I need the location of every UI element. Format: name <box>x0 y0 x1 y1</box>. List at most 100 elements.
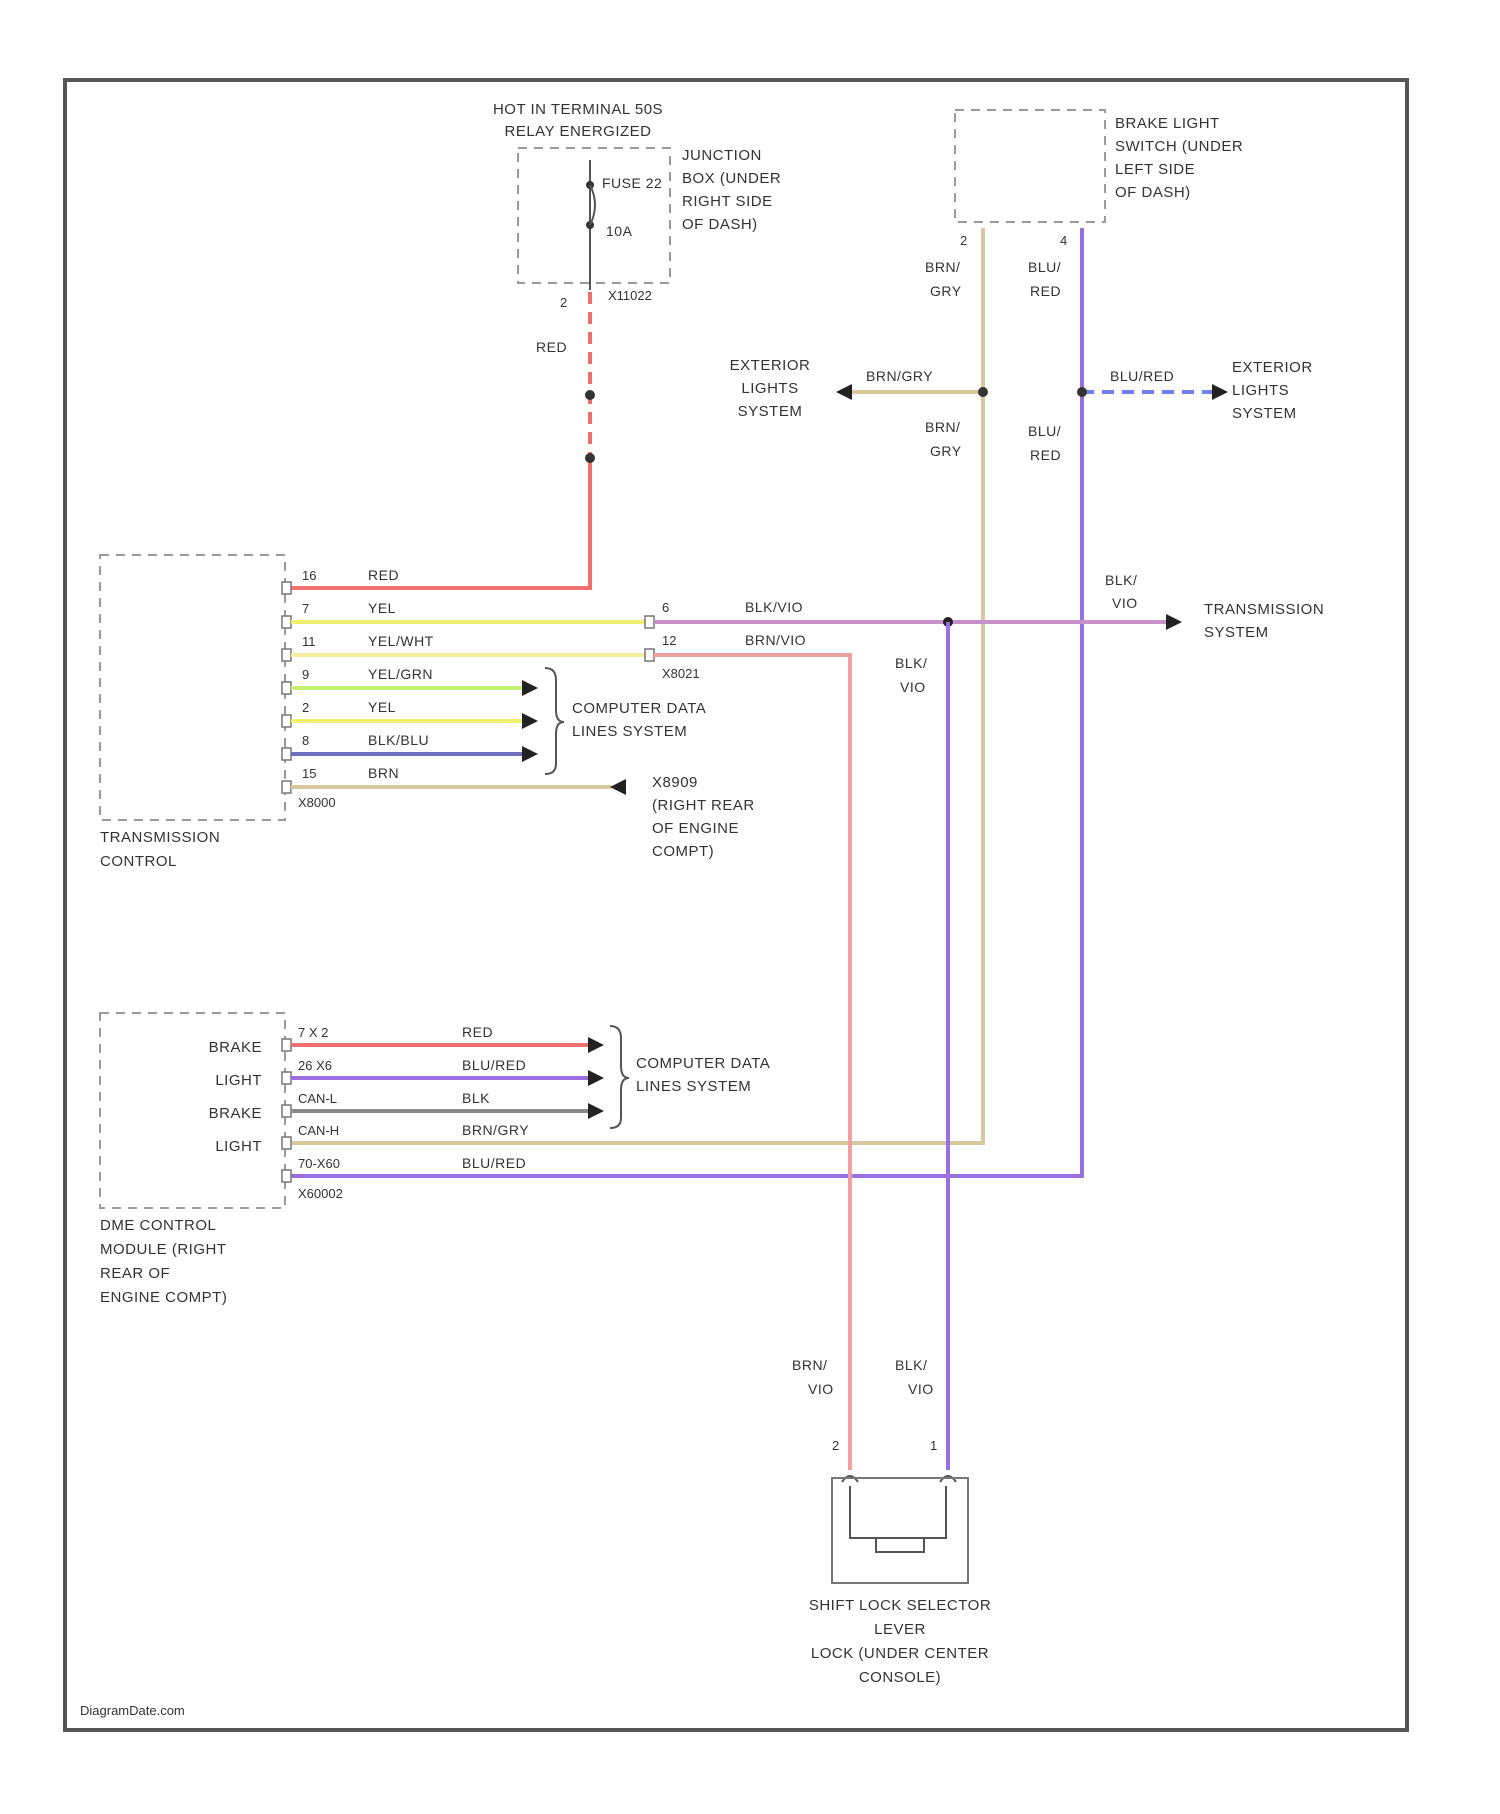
brake-wire-left-lower-1: BRN/ <box>925 419 960 435</box>
tcm-pin-9: 9 <box>302 667 309 682</box>
dme-pin-4: CAN-H <box>298 1123 339 1138</box>
fuse-junction-box: HOT IN TERMINAL 50S RELAY ENERGIZED FUSE… <box>493 101 781 310</box>
dme-label-1: DME CONTROL <box>100 1217 216 1234</box>
dme-wire-1: RED <box>462 1024 493 1040</box>
tcm-pin-2-row: 2 YEL <box>282 699 538 729</box>
exterior-lights-left: BRN/GRY EXTERIOR LIGHTS SYSTEM <box>730 357 988 420</box>
tcm-outline <box>100 555 285 820</box>
trans-system-label-2: SYSTEM <box>1204 624 1269 641</box>
shift-wire-left-1: BRN/ <box>792 1357 827 1373</box>
dme-wire-2-arrow <box>588 1070 604 1086</box>
tcm-ground-label-1: X8909 <box>652 774 698 791</box>
ext-left-arrow <box>836 384 852 400</box>
tcm-pin-8-socket <box>282 748 291 760</box>
dme-inside-1: BRAKE <box>209 1039 262 1056</box>
brake-switch-pin-right: 4 <box>1060 233 1067 248</box>
tcm-pin-11: 11 <box>302 634 316 649</box>
ext-left-label-2: LIGHTS <box>741 380 798 397</box>
dme-pin-1: 7 X 2 <box>298 1025 328 1040</box>
brn-gry-wire <box>290 228 983 1143</box>
dme-wire-3: BLK <box>462 1090 490 1106</box>
watermark: DiagramDate.com <box>80 1703 185 1718</box>
dme-label-3: REAR OF <box>100 1265 170 1282</box>
exterior-lights-right: BLU/RED EXTERIOR LIGHTS SYSTEM <box>1077 359 1313 422</box>
fuse-name: FUSE 22 <box>602 175 662 191</box>
shift-lock-coil <box>850 1486 946 1538</box>
fuse-pin: 2 <box>560 295 567 310</box>
tcm-pin-7-socket <box>282 616 291 628</box>
mid-wire-12: BRN/VIO <box>745 632 806 648</box>
fuse-title-line2: RELAY ENERGIZED <box>505 123 652 140</box>
brake-wire-right-lower-2: RED <box>1030 447 1061 463</box>
dme-wire-1-arrow <box>588 1037 604 1053</box>
tcm-data-label-2: LINES SYSTEM <box>572 723 687 740</box>
brake-wire-left-1: BRN/ <box>925 259 960 275</box>
mid-pin-6: 6 <box>662 600 669 615</box>
ext-right-splice <box>1077 387 1087 397</box>
tcm-wire-11: YEL/WHT <box>368 633 434 649</box>
tcm-pin-8: 8 <box>302 733 309 748</box>
shift-wire-left-2: VIO <box>808 1381 834 1397</box>
tcm-wire-16: RED <box>368 567 399 583</box>
trans-system-arrow <box>1166 614 1182 630</box>
red-wire-label: RED <box>536 339 567 355</box>
dme-data-label-1: COMPUTER DATA <box>636 1055 770 1072</box>
shift-lock-label-2: LEVER <box>874 1621 926 1638</box>
red-wire-solid <box>290 458 590 588</box>
brake-wire-right-lower-1: BLU/ <box>1028 423 1061 439</box>
brake-wire-right-2: RED <box>1030 283 1061 299</box>
dme-pin-row-1: 7 X 2 RED <box>282 1024 604 1053</box>
dme-inside-3: BRAKE <box>209 1105 262 1122</box>
tcm-pin-2: 2 <box>302 700 309 715</box>
mid-wire-6: BLK/VIO <box>745 599 803 615</box>
tcm-pin-7-row: 7 YEL <box>282 600 645 628</box>
tcm-pin-9-socket <box>282 682 291 694</box>
tcm-pin-8-row: 8 BLK/BLU <box>282 732 538 762</box>
shift-lock-outer-box <box>832 1478 968 1583</box>
junction-label-3: RIGHT SIDE <box>682 193 773 210</box>
trans-wire-label-1: BLK/ <box>1105 572 1137 588</box>
junction-label-4: OF DASH) <box>682 216 758 233</box>
tcm-connector: X8000 <box>298 795 336 810</box>
tcm-wire-15: BRN <box>368 765 399 781</box>
dme-pin-2-socket <box>282 1072 291 1084</box>
branch-wire-label-1: BLK/ <box>895 655 927 671</box>
dme-label-2: MODULE (RIGHT <box>100 1241 227 1258</box>
tcm-pin-15: 15 <box>302 766 316 781</box>
tcm-data-label-1: COMPUTER DATA <box>572 700 706 717</box>
dme-pin-3: CAN-L <box>298 1091 337 1106</box>
shift-lock-actuator: BRN/ VIO BLK/ VIO 2 1 SHIFT LOCK SELECTO… <box>792 1357 991 1686</box>
red-supply-wire: RED <box>290 292 595 588</box>
mid-pin-12: 12 <box>662 633 676 648</box>
tcm-pin-9-row: 9 YEL/GRN <box>282 666 538 696</box>
brake-switch-label-2: SWITCH (UNDER <box>1115 138 1243 155</box>
trans-system-label-1: TRANSMISSION <box>1204 601 1324 618</box>
brake-switch-label-3: LEFT SIDE <box>1115 161 1195 178</box>
dme-wire-5: BLU/RED <box>462 1155 526 1171</box>
tcm-ground-label-3: OF ENGINE <box>652 820 739 837</box>
tcm-ground-label-4: COMPT) <box>652 843 714 860</box>
brake-switch-label-4: OF DASH) <box>1115 184 1191 201</box>
shift-pin-left: 2 <box>832 1438 839 1453</box>
tcm-pin-7: 7 <box>302 601 309 616</box>
dme-connector: X60002 <box>298 1186 343 1201</box>
dme-wire-4: BRN/GRY <box>462 1122 529 1138</box>
shift-lock-label-3: LOCK (UNDER CENTER <box>811 1645 989 1662</box>
tcm-data-bracket <box>545 668 564 774</box>
fuse-connector: X11022 <box>608 288 652 303</box>
ext-left-wire-label: BRN/GRY <box>866 368 933 384</box>
dme-pin-4-socket <box>282 1137 291 1149</box>
dme-pin-row-2: 26 X6 BLU/RED <box>282 1057 604 1086</box>
tcm-wire-8: BLK/BLU <box>368 732 429 748</box>
transmission-control-module: TRANSMISSION CONTROL X8000 <box>100 555 336 870</box>
mid-connector-pin-12 <box>645 649 654 661</box>
red-wire-dot-upper <box>585 390 595 400</box>
junction-label-1: JUNCTION <box>682 147 762 164</box>
fuse-amp: 10A <box>606 223 633 239</box>
tcm-pin-11-row: 11 YEL/WHT <box>282 633 645 661</box>
shift-lock-label-4: CONSOLE) <box>859 1669 941 1686</box>
dme-pin-1-socket <box>282 1039 291 1051</box>
shift-wire-right-2: VIO <box>908 1381 934 1397</box>
tcm-pin-15-row: 15 BRN <box>282 765 626 795</box>
